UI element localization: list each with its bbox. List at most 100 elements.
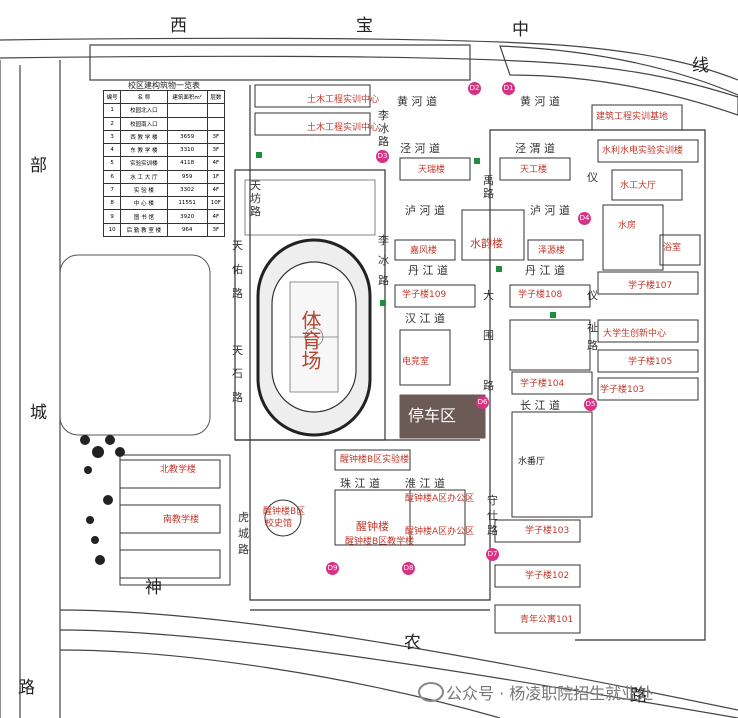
legend-cell: 3 [102, 129, 122, 145]
legend-header: 层数 [206, 89, 226, 105]
marker-d3: D3 [376, 150, 389, 163]
legend-cell: 11551 [166, 196, 208, 211]
road-tianfang-1: 天 [250, 179, 261, 192]
road-zhujiang: 珠 江 道 [340, 477, 380, 490]
bld-xuezi105: 学子楼105 [628, 357, 673, 367]
bld-xuezi109: 学子楼109 [402, 290, 447, 300]
wechat-icon [418, 682, 444, 702]
road-jinghe-left: 泾 河 道 [400, 142, 440, 155]
legend-header: 编号 [102, 89, 122, 105]
legend-cell: 4F [206, 156, 226, 171]
road-changjiang: 长 江 道 [520, 399, 560, 412]
road-huanghe-left: 黄 河 道 [397, 95, 437, 108]
legend-cell: 2 [102, 116, 122, 131]
legend-cell: 8 [102, 196, 122, 211]
road-xibaozhong-2: 宝 [356, 16, 373, 36]
road-danjiang-right: 丹 江 道 [525, 264, 565, 277]
road-luhe-left: 泸 河 道 [405, 204, 445, 217]
road-bucheng-1: 部 [30, 156, 47, 176]
green-marker [550, 312, 556, 318]
bld-tingche: 停车区 [408, 406, 457, 425]
road-tianfang-2: 坊 [250, 192, 261, 205]
legend-cell: 实 验 楼 [120, 182, 168, 198]
legend-cell: 校园南入口 [120, 116, 168, 131]
legend-cell: 1 [102, 103, 122, 118]
legend-cell: 3F [206, 129, 226, 145]
bld-shuiyun: 水韵楼 [470, 237, 503, 250]
bld-xing-a2: 醒钟楼A区办公区 [405, 527, 475, 537]
bld-shuigong: 水工大厅 [620, 181, 657, 191]
legend-cell: 9 [102, 209, 122, 224]
legend-cell [206, 103, 226, 118]
marker-d2: D2 [468, 82, 481, 95]
legend-cell: 5 [102, 156, 122, 171]
bld-xing-b-mus: 醒钟楼B区 [263, 507, 306, 517]
road-shou-2: 仕 [487, 509, 498, 522]
bld-xuezi108: 学子楼108 [518, 290, 563, 300]
road-shou-1: 守 [487, 494, 498, 507]
road-lishui2-3: 路 [378, 274, 389, 287]
legend-cell: 校园北入口 [120, 103, 168, 118]
road-tianshi-2: 石 [232, 367, 243, 380]
marker-d1: D1 [502, 82, 515, 95]
road-jinghe-right: 泾 渭 道 [515, 142, 555, 155]
legend-cell: 水 工 大 厅 [120, 169, 168, 184]
bld-shuili: 水利水电实验实训楼 [602, 146, 684, 156]
road-xibaozhong-3: 中 [512, 20, 529, 40]
road-bucheng-2: 城 [30, 403, 47, 423]
legend-cell: 7 [102, 182, 122, 198]
legend-cell: 10 [102, 222, 122, 238]
bld-tumu-1: 土木工程实训中心 [307, 95, 380, 105]
bld-xing-a: 醒钟楼A区办公区 [405, 494, 475, 504]
legend-cell [206, 116, 226, 131]
road-huanghe-right: 黄 河 道 [520, 95, 560, 108]
legend-cell: 10F [206, 196, 226, 211]
bld-tumu-2: 土木工程实训中心 [307, 123, 380, 133]
road-tianfang-3: 路 [250, 205, 261, 218]
road-tianyou-3: 路 [232, 287, 243, 300]
marker-d7: D7 [486, 548, 499, 561]
legend-cell: 3920 [166, 209, 208, 224]
green-marker [474, 158, 480, 164]
legend-cell: 中 心 楼 [120, 196, 168, 211]
road-shennong-3: 路 [630, 686, 647, 706]
legend-cell: 3F [206, 222, 226, 238]
legend-header-row: 编号 名 称 建筑面积m² 层数 [102, 89, 226, 105]
bld-xuezi103-r: 学子楼103 [600, 385, 645, 395]
legend-cell: 4118 [166, 156, 208, 171]
legend-cell: 东 教 学 楼 [120, 143, 168, 158]
bld-stadium: 体育场 [298, 310, 322, 370]
road-zhi-1: 祉 [587, 321, 598, 334]
legend-cell: 3302 [166, 182, 208, 198]
bld-qingnian: 青年公寓101 [520, 615, 574, 625]
bld-xuezi104: 学子楼104 [520, 379, 565, 389]
bld-xingzhong: 醒钟楼 [356, 520, 389, 533]
green-marker [496, 266, 502, 272]
bld-xuezi103: 学子楼103 [525, 526, 570, 536]
bld-shuinan: 水番厅 [518, 457, 546, 467]
road-yu-1: 禹 [483, 174, 494, 187]
road-shou-3: 路 [487, 524, 498, 537]
legend-title: 校区建构筑物一览表 [128, 81, 200, 90]
bld-zeyuan: 泽源楼 [538, 246, 566, 256]
road-lishui2-1: 李 [378, 234, 389, 247]
marker-d9: D9 [326, 562, 339, 575]
green-marker [256, 152, 262, 158]
road-xibaozhong-1: 西 [170, 16, 187, 36]
legend-cell [166, 116, 208, 131]
road-lu-bottom: 路 [18, 678, 35, 698]
road-wei-1: 围 [483, 329, 494, 342]
road-zhi-2: 路 [587, 339, 598, 352]
marker-d5: D5 [584, 398, 597, 411]
road-tianyou-1: 天 [232, 239, 243, 252]
legend-cell: 964 [166, 222, 208, 238]
road-wei-2: 路 [483, 379, 494, 392]
bld-tianrui: 天瑞楼 [418, 165, 446, 175]
